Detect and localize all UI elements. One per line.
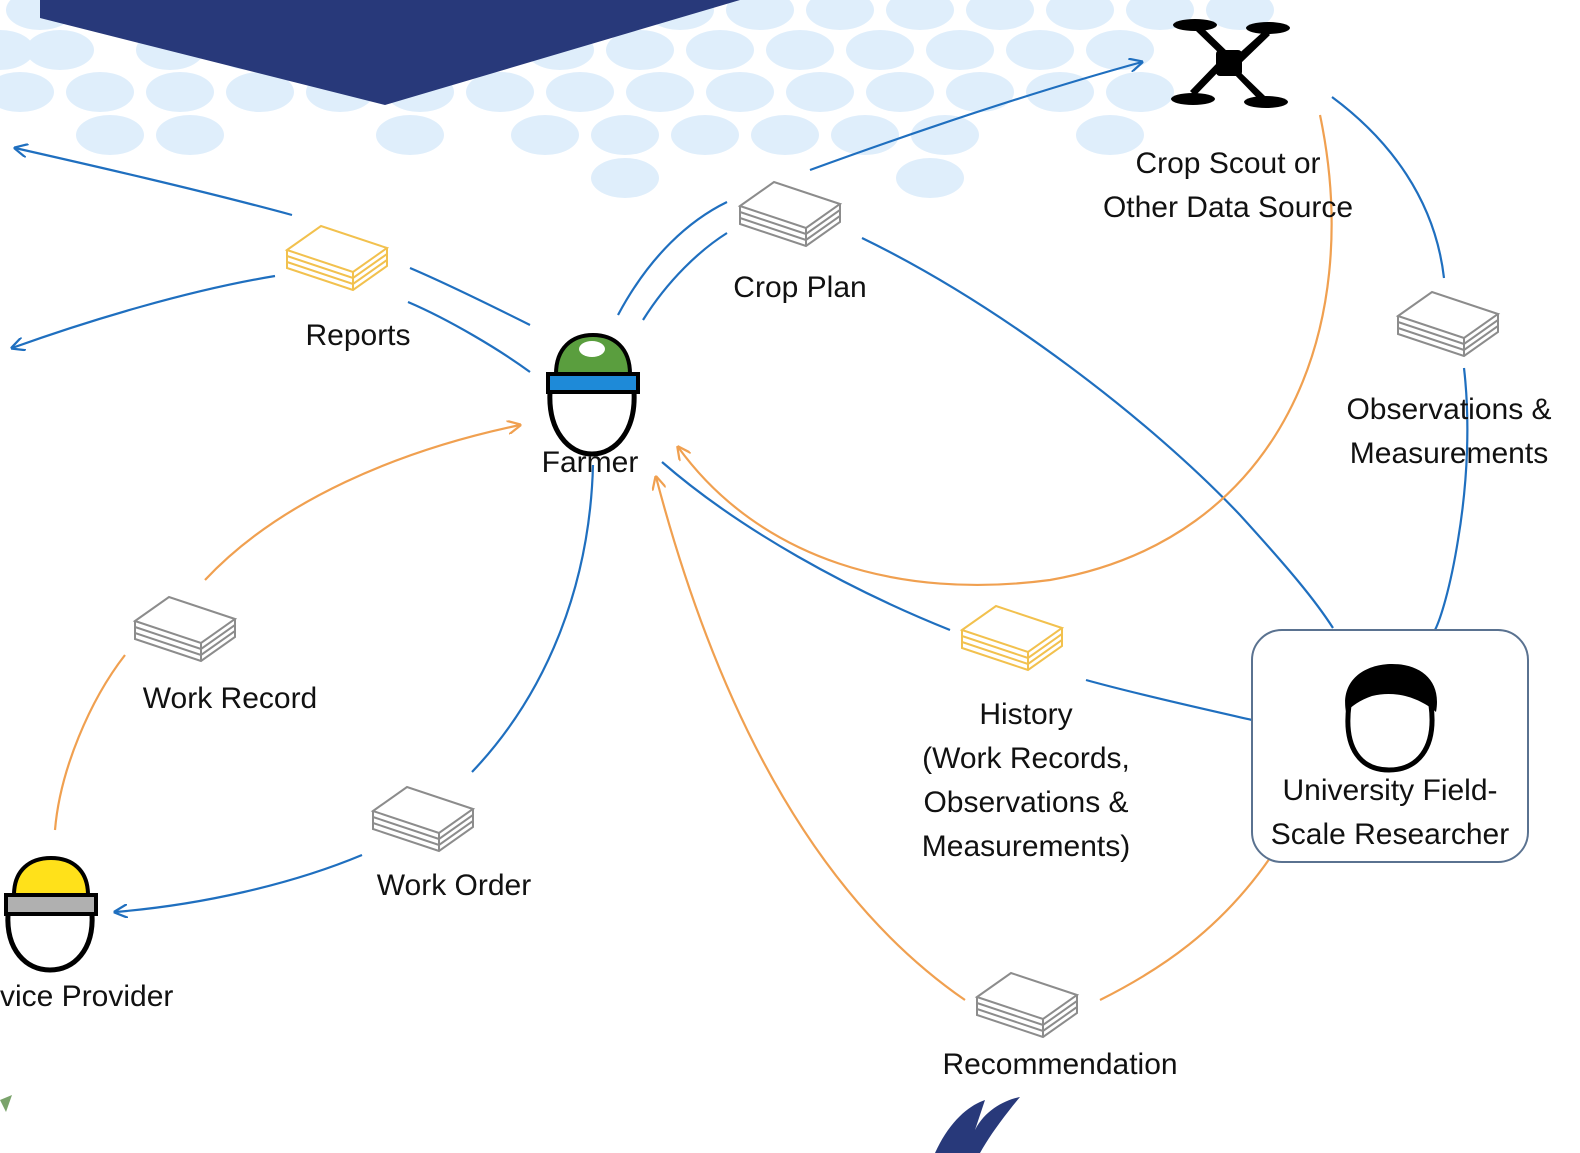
flow-serviceprovider-workrecord (53, 654, 126, 831)
crop-plan-label: Crop Plan (733, 271, 867, 304)
crop-scout-label-line1: Crop Scout or (1135, 147, 1321, 180)
flow-farmer-cropplan-1 (617, 201, 728, 316)
flow-reports-out-bottom (12, 274, 276, 348)
farmer-label: Farmer (541, 446, 639, 479)
university-logo (935, 1097, 1020, 1153)
background-dot (156, 115, 224, 155)
flow-farmer-workorder (471, 464, 595, 773)
background-dot (76, 115, 144, 155)
flow-farmer-cropplan-2 (642, 232, 728, 321)
background-dot (1206, 0, 1274, 30)
drone-icon (1171, 19, 1290, 108)
background-dot (831, 115, 899, 155)
background-dot (896, 158, 964, 198)
flow-cropplan-drone (809, 62, 1142, 172)
background-dot (726, 0, 794, 30)
background-dot (866, 72, 934, 112)
crop-scout-label-line2: Other Data Source (1102, 191, 1354, 224)
background-dot (146, 72, 214, 112)
recommendation-document-icon (976, 972, 1078, 1038)
background-dot (751, 115, 819, 155)
observations-label-line1: Observations & (1346, 393, 1552, 426)
background-dot (606, 30, 674, 70)
flow-recommendation-farmer (656, 477, 966, 1001)
background-dot (0, 72, 54, 112)
background-dot (706, 72, 774, 112)
background-dot (1026, 72, 1094, 112)
corner-logo (0, 1095, 12, 1112)
service-provider-yellow-cap-icon (4, 855, 98, 973)
background-dot (1106, 72, 1174, 112)
background-dot (926, 30, 994, 70)
crop-plan-document-icon (739, 181, 841, 247)
background-dot (946, 72, 1014, 112)
reports-document-icon (286, 225, 388, 291)
flow-drone-observations (1331, 96, 1446, 279)
orange-flows (53, 114, 1333, 1001)
work-order-label: Work Order (376, 869, 532, 902)
service-provider-label: vice Provider (0, 980, 174, 1013)
background-dot (966, 0, 1034, 30)
background-dot (0, 30, 34, 70)
flow-observations-researcher (1434, 367, 1469, 631)
flow-researcher-recommendation (1099, 857, 1271, 1001)
observations-label-line2: Measurements (1349, 437, 1549, 470)
background-dot (591, 158, 659, 198)
background-dot (26, 30, 94, 70)
flow-farmer-history (661, 461, 951, 632)
flow-workorder-serviceprovider (115, 853, 363, 912)
background-dot (886, 0, 954, 30)
background-dot (226, 72, 294, 112)
background-dot (1076, 115, 1144, 155)
background-dot (766, 30, 834, 70)
background-dot (1046, 0, 1114, 30)
researcher-head-icon (1345, 664, 1437, 773)
flow-farmer-reports-1 (409, 266, 531, 326)
background-dot (686, 30, 754, 70)
recommendation-label: Recommendation (942, 1048, 1178, 1081)
flow-reports-out-top (15, 148, 293, 217)
background-dot (671, 115, 739, 155)
farmer-green-cap-icon (546, 332, 640, 457)
work-record-label: Work Record (142, 682, 318, 715)
history-label-line2: (Work Records, (922, 742, 1130, 775)
researcher-label-line2: Scale Researcher (1270, 818, 1510, 851)
flow-drone-farmer (678, 114, 1333, 586)
background-dot (466, 72, 534, 112)
history-label-line3: Observations & (923, 786, 1129, 819)
background-dot (786, 72, 854, 112)
flow-workrecord-farmer (204, 425, 520, 581)
blue-flows (12, 62, 1469, 912)
background-dot (591, 115, 659, 155)
flow-history-researcher (1085, 678, 1253, 722)
background-dot (846, 30, 914, 70)
header-banner (40, 0, 740, 105)
background-dot (1006, 30, 1074, 70)
flow-farmer-reports-2 (407, 300, 531, 373)
background-dot (1086, 30, 1154, 70)
history-document-icon (961, 605, 1063, 671)
background-dot (626, 72, 694, 112)
background-dot (806, 0, 874, 30)
background-dot (376, 115, 444, 155)
background-dot (66, 72, 134, 112)
reports-label: Reports (305, 319, 411, 352)
flow-cropplan-researcher (861, 237, 1334, 629)
researcher-label-line1: University Field- (1282, 774, 1498, 807)
background-dot (511, 115, 579, 155)
history-label-line1: History (979, 698, 1073, 731)
background-dot (911, 115, 979, 155)
work-record-document-icon (134, 596, 236, 662)
history-label-line4: Measurements) (921, 830, 1131, 863)
background-dot (546, 72, 614, 112)
observations-document-icon (1397, 291, 1499, 357)
work-order-document-icon (372, 786, 474, 852)
